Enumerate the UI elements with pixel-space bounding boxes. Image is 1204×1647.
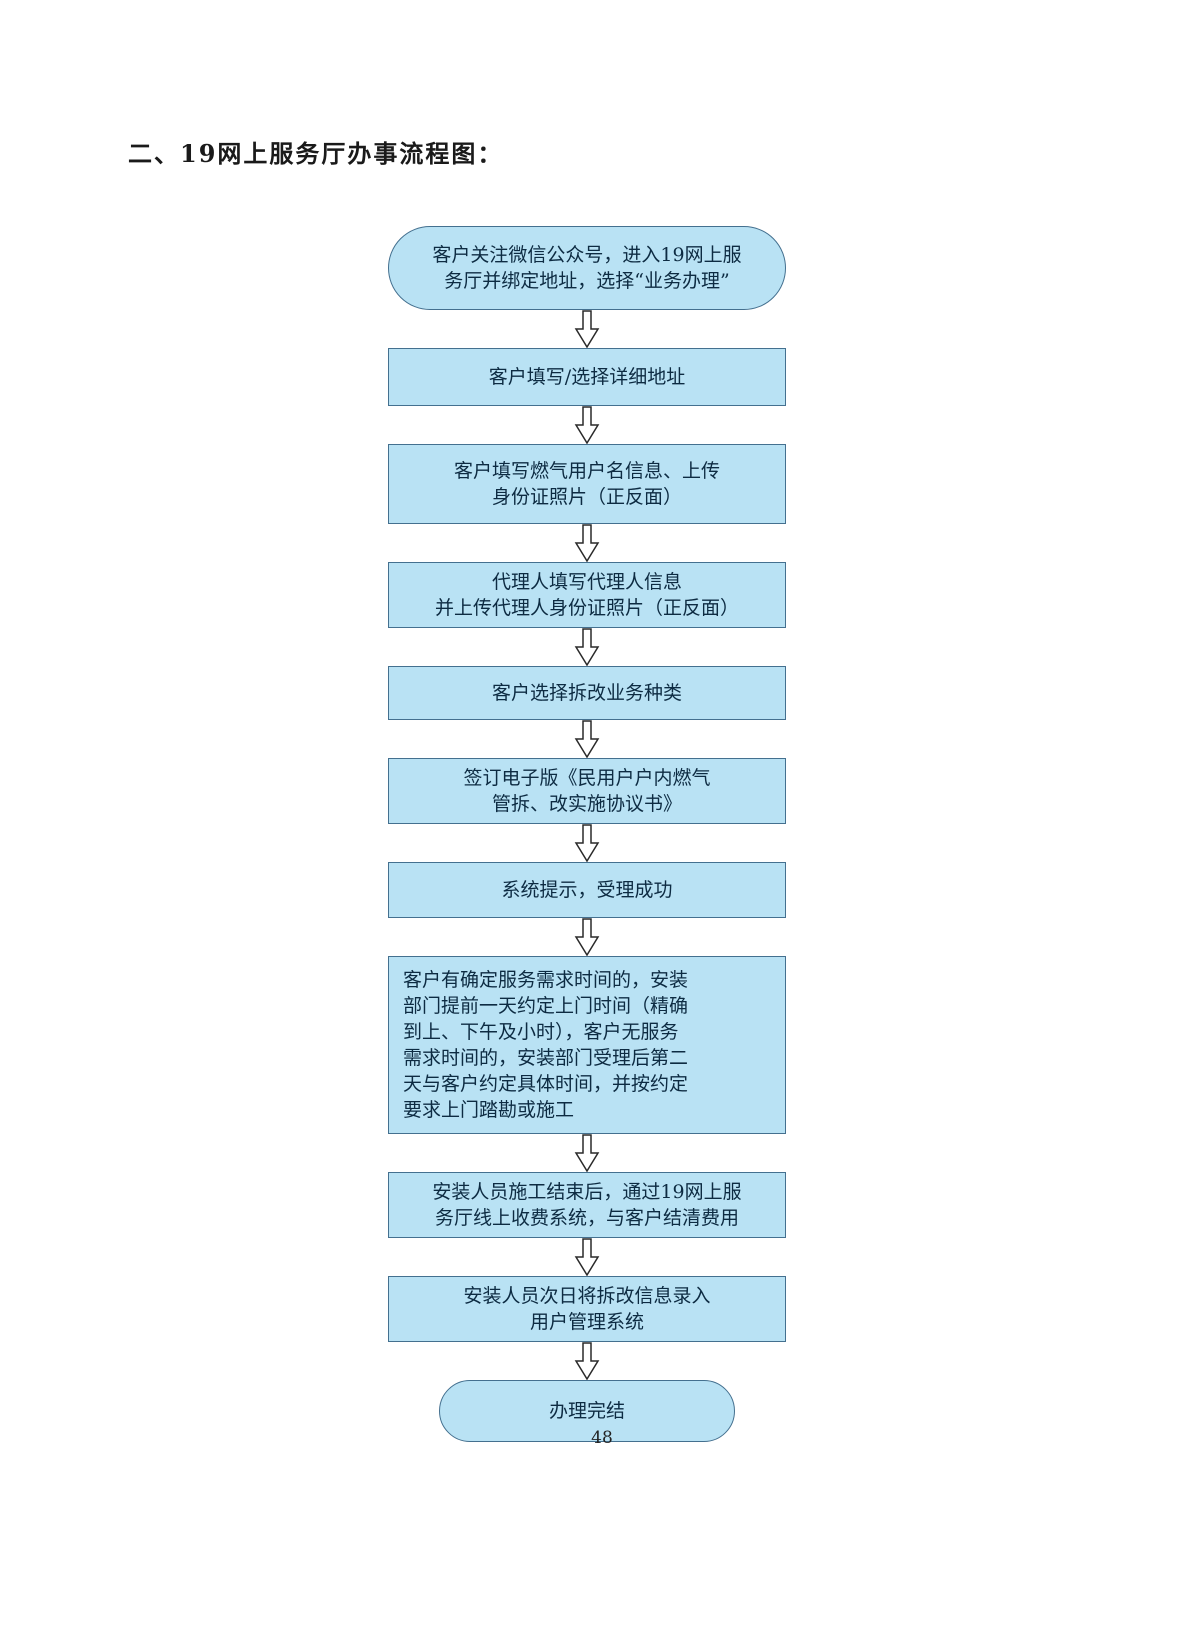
page-title: 二、19网上服务厅办事流程图： (128, 139, 504, 168)
down-arrow-icon (574, 1134, 600, 1172)
flow-node-user-info: 客户填写燃气用户名信息、上传 身份证照片（正反面） (388, 444, 786, 524)
flow-node-address: 客户填写/选择详细地址 (388, 348, 786, 406)
flowchart: 客户关注微信公众号，进入19网上服 务厅并绑定地址，选择“业务办理” 客户填写/… (388, 226, 786, 1442)
down-arrow-icon (574, 1342, 600, 1380)
down-arrow-icon (574, 918, 600, 956)
flow-node-system-notice: 系统提示，受理成功 (388, 862, 786, 918)
down-arrow-icon (574, 310, 600, 348)
flow-node-start: 客户关注微信公众号，进入19网上服 务厅并绑定地址，选择“业务办理” (388, 226, 786, 310)
flow-node-record-entry: 安装人员次日将拆改信息录入 用户管理系统 (388, 1276, 786, 1342)
flow-node-payment: 安装人员施工结束后，通过19网上服 务厅线上收费系统，与客户结清费用 (388, 1172, 786, 1238)
flow-node-sign-agreement: 签订电子版《民用户户内燃气 管拆、改实施协议书》 (388, 758, 786, 824)
down-arrow-icon (574, 824, 600, 862)
down-arrow-icon (574, 406, 600, 444)
flow-node-end: 办理完结 (439, 1380, 735, 1442)
flow-node-business-type: 客户选择拆改业务种类 (388, 666, 786, 720)
down-arrow-icon (574, 720, 600, 758)
down-arrow-icon (574, 628, 600, 666)
down-arrow-icon (574, 524, 600, 562)
page-number: 48 (591, 1428, 613, 1448)
flow-node-appointment: 客户有确定服务需求时间的，安装 部门提前一天约定上门时间（精确 到上、下午及小时… (388, 956, 786, 1134)
down-arrow-icon (574, 1238, 600, 1276)
flow-node-agent-info: 代理人填写代理人信息 并上传代理人身份证照片（正反面） (388, 562, 786, 628)
